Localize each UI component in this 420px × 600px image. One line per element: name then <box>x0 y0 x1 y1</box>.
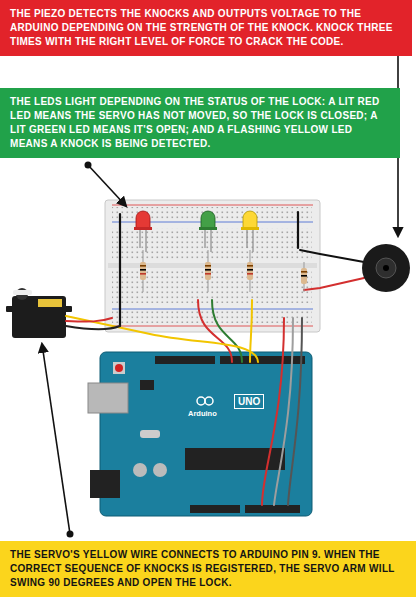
arduino-board <box>100 352 312 516</box>
arduino-board <box>205 397 213 405</box>
resistor-symbol <box>301 275 307 277</box>
piezo-buzzer <box>376 258 396 278</box>
piezo-buzzer <box>362 244 410 292</box>
breadboard <box>112 228 312 261</box>
green-callout-band: THE LEDS LIGHT DEPENDING ON THE STATUS O… <box>0 88 400 158</box>
arduino-board <box>155 356 215 364</box>
resistor-symbol <box>205 265 211 267</box>
resistor-symbol <box>140 265 146 267</box>
breadboard <box>108 263 317 268</box>
piezo-wire <box>300 250 364 262</box>
signal-wire <box>66 326 120 329</box>
yellow-led <box>252 229 253 252</box>
resistor-symbol <box>205 273 211 275</box>
yellow-led <box>246 229 247 248</box>
board-logo-label: Arduino <box>188 410 217 418</box>
red-led <box>134 227 152 230</box>
arduino-board <box>133 463 147 477</box>
red-callout-band: THE PIEZO DETECTS THE KNOCKS AND OUTPUTS… <box>0 0 412 56</box>
red-led <box>139 229 140 248</box>
arduino-board <box>197 397 205 405</box>
leader-dot <box>67 531 74 538</box>
resistor-symbol <box>247 269 253 271</box>
arduino-board <box>115 364 123 372</box>
yellow-callout-band: THE SERVO'S YELLOW WIRE CONNECTS TO ARDU… <box>0 541 416 597</box>
arduino-board <box>153 463 167 477</box>
green-led <box>199 211 217 252</box>
resistor-symbol <box>247 250 253 292</box>
arduino-board <box>90 470 120 498</box>
callout-text: THE PIEZO DETECTS THE KNOCKS AND OUTPUTS… <box>10 7 402 49</box>
piezo-wire <box>300 250 364 290</box>
red-led <box>134 211 152 252</box>
resistor-symbol <box>140 273 146 275</box>
signal-wire <box>66 300 302 505</box>
resistor-symbol <box>140 250 146 292</box>
green-led <box>201 211 215 228</box>
yellow-led <box>243 211 257 228</box>
leader-line <box>88 165 126 206</box>
jumper-wire <box>297 212 299 248</box>
servo-motor <box>12 296 66 338</box>
resistor-symbol <box>140 262 146 280</box>
red-led <box>145 229 146 252</box>
resistor-symbol <box>140 269 146 271</box>
signal-wire <box>212 300 242 362</box>
arduino-board <box>140 380 154 390</box>
breadboard <box>112 311 312 323</box>
resistor-symbol <box>205 262 211 280</box>
servo-motor <box>6 288 72 338</box>
callout-text: THE SERVO'S YELLOW WIRE CONNECTS TO ARDU… <box>10 548 406 590</box>
arduino-board <box>190 505 240 513</box>
resistor-symbol <box>205 250 211 292</box>
arduino-board <box>88 383 128 413</box>
servo-motor <box>38 299 62 307</box>
piezo-wire <box>304 278 364 290</box>
jumper-wire <box>119 214 121 326</box>
leader-dot <box>85 162 92 169</box>
piezo-buzzer <box>362 244 410 292</box>
arduino-board <box>88 352 312 516</box>
green-led <box>204 229 205 248</box>
resistor-symbol <box>205 269 211 271</box>
board-model-label: UNO <box>234 394 264 409</box>
signal-wire <box>66 316 258 362</box>
breadboard <box>112 205 313 206</box>
signal-wire <box>198 300 232 362</box>
resistor-symbol <box>301 271 307 273</box>
callout-text: THE LEDS LIGHT DEPENDING ON THE STATUS O… <box>10 95 390 151</box>
leader-line <box>42 344 70 534</box>
green-led <box>210 229 211 252</box>
resistor-symbol <box>247 262 253 280</box>
resistor-symbol <box>301 262 307 292</box>
signal-wire <box>288 318 302 505</box>
yellow-led <box>241 227 259 230</box>
resistor-symbol <box>247 273 253 275</box>
red-led <box>136 211 150 228</box>
piezo-buzzer <box>383 265 389 271</box>
resistor-symbol <box>301 268 307 284</box>
yellow-led <box>241 211 259 252</box>
arduino-board <box>113 362 125 374</box>
green-led <box>199 227 217 230</box>
resistor-symbol <box>247 265 253 267</box>
servo-motor <box>13 290 32 295</box>
arduino-board <box>140 430 160 438</box>
arduino-board <box>245 505 300 513</box>
breadboard <box>112 326 313 327</box>
signal-wire <box>66 318 112 322</box>
jumper-wire <box>120 212 298 326</box>
signal-wire <box>262 318 284 505</box>
